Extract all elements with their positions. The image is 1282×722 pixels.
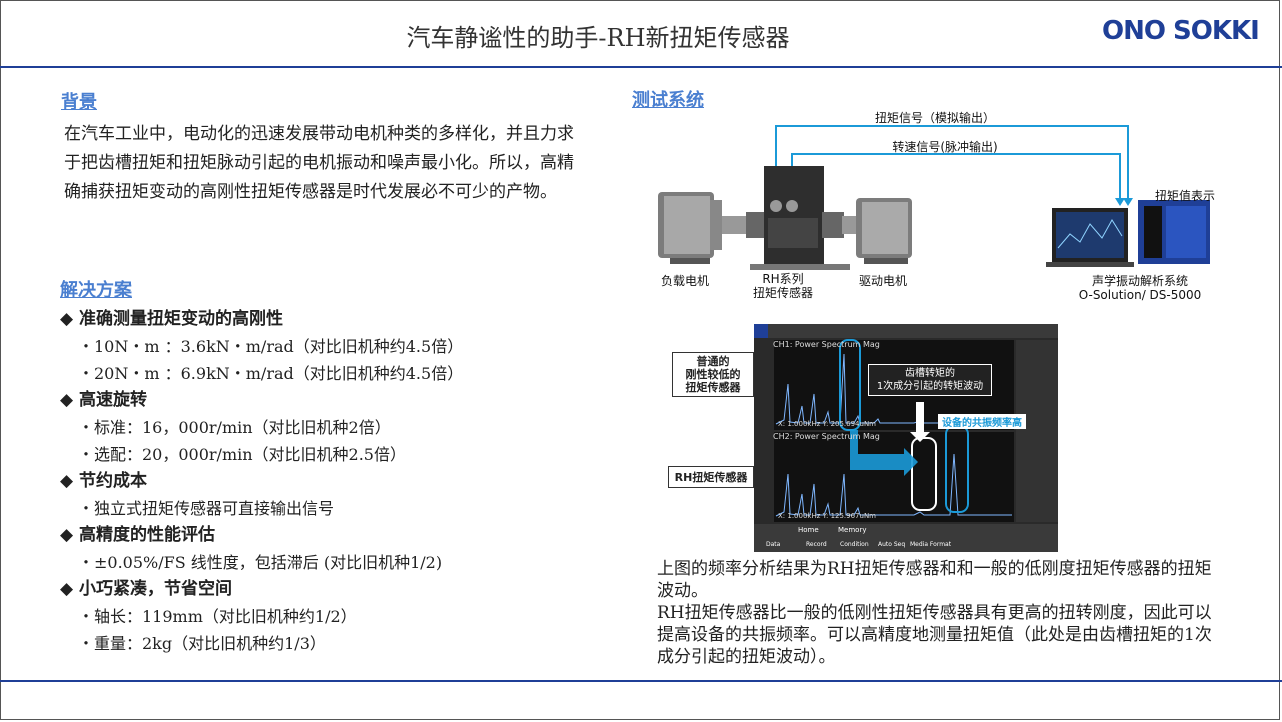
ch1-title: CH1: Power Spectrum Mag — [773, 340, 880, 349]
feature-detail: ・10N・m ：3.6kN・m/rad（对比旧机种约4.5倍） — [78, 337, 464, 356]
drive-motor-label: 驱动电机 — [858, 274, 907, 288]
feature-detail: ・轴长：119mm（对比旧机种约1/2） — [78, 607, 357, 626]
feature-detail: ・选配：20，000r/min（对比旧机种2.5倍） — [78, 445, 406, 464]
feature-detail: ・重量：2kg（对比旧机种约1/3） — [78, 634, 326, 653]
analysis-caption: 上图的频率分析结果为RH扭矩传感器和和一般的低刚度扭矩传感器的扭矩波动。 RH扭… — [657, 559, 1212, 667]
feature-heading: ◆ 小巧紧凑，节省空间 — [60, 579, 232, 599]
feature-heading: ◆ 准确测量扭矩变动的高刚性 — [60, 309, 283, 329]
test-system-heading: 测试系统 — [632, 90, 704, 111]
solution-list: ◆ 准确测量扭矩变动的高刚性 ・10N・m ：3.6kN・m/rad（对比旧机种… — [60, 306, 600, 657]
list-item: ◆ 小巧紧凑，节省空间 ・轴长：119mm（对比旧机种约1/2） ・重量：2kg… — [60, 576, 600, 657]
rh-sensor-label: RH系列 扭矩传感器 — [752, 272, 813, 300]
speed-signal-label: 转速信号(脉冲输出) — [892, 140, 998, 154]
feature-detail: ・20N・m ：6.9kN・m/rad（对比旧机种约4.5倍） — [78, 364, 464, 383]
list-item: ◆ 节约成本 ・独立式扭矩传感器可直接输出信号 — [60, 468, 600, 522]
analyzer-image — [1046, 200, 1210, 267]
header: 汽车静谧性的助手-RH新扭矩传感器 ONO SOKKI — [0, 0, 1282, 66]
bottom-media-format[interactable]: Media Format — [910, 541, 952, 548]
ch2-readout: X: 1.000kHz Y: 125.967uNm — [778, 512, 877, 520]
callout-resonance: 设备的共振频率高 — [938, 414, 1026, 429]
footer-divider — [0, 680, 1282, 682]
bottom-data[interactable]: Data — [766, 541, 781, 548]
normal-sensor-label: 普通的 刚性较低的 扭矩传感器 — [672, 352, 754, 397]
list-item: ◆ 高精度的性能评估 ・±0.05%/FS 线性度，包括滞后 (对比旧机种1/2… — [60, 522, 600, 576]
ch2-spectrum-line — [775, 453, 1012, 517]
list-item: ◆ 准确测量扭矩变动的高刚性 ・10N・m ：3.6kN・m/rad（对比旧机种… — [60, 306, 600, 387]
torque-signal-line — [775, 125, 1129, 198]
analyzer-label: 声学振动解析系统 O-Solution/ DS-5000 — [1078, 274, 1202, 302]
test-system-diagram — [658, 125, 1210, 270]
solution-heading: 解决方案 — [60, 280, 132, 301]
spectrum-screenshot — [754, 324, 1058, 552]
shift-arrow — [850, 430, 918, 476]
load-motor-image — [658, 192, 762, 264]
load-motor-label: 负载电机 — [660, 274, 709, 288]
background-heading: 背景 — [61, 92, 97, 113]
ch2-title: CH2: Power Spectrum Mag — [773, 432, 880, 441]
feature-detail: ・独立式扭矩传感器可直接输出信号 — [78, 499, 335, 518]
tab-memory[interactable]: Memory — [838, 526, 867, 534]
feature-heading: ◆ 高精度的性能评估 — [60, 525, 215, 545]
page-title: 汽车静谧性的助手-RH新扭矩传感器 — [406, 24, 790, 52]
list-item: ◆ 高速旋转 ・标准：16，000r/min（对比旧机种2倍） ・选配：20，0… — [60, 387, 600, 468]
tab-home[interactable]: Home — [798, 526, 819, 534]
rh-sensor-image — [746, 166, 850, 270]
feature-detail: ・±0.05%/FS 线性度，包括滞后 (对比旧机种1/2) — [78, 553, 443, 572]
feature-heading: ◆ 高速旋转 — [60, 390, 147, 410]
bottom-condition[interactable]: Condition — [840, 541, 869, 548]
down-arrow — [910, 402, 930, 442]
bottom-record[interactable]: Record — [806, 541, 827, 548]
bottom-auto-seq[interactable]: Auto Seq — [878, 541, 906, 548]
rh-sensor-box-label: RH扭矩传感器 — [668, 466, 754, 488]
torque-signal-label: 扭矩信号（模拟输出） — [874, 111, 995, 125]
header-divider — [0, 66, 1282, 68]
callout-cogging: 齿槽转矩的 1次成分引起的转矩波动 — [868, 364, 992, 396]
ch1-readout: X: 1.000kHz Y: 205.694uNm — [778, 420, 877, 428]
feature-heading: ◆ 节约成本 — [60, 471, 147, 491]
feature-detail: ・标准：16，000r/min（对比旧机种2倍） — [78, 418, 391, 437]
torque-display-label: 扭矩值表示 — [1154, 189, 1215, 203]
drive-motor-image — [842, 198, 912, 264]
ono-sokki-logo: ONO SOKKI — [1102, 16, 1260, 46]
background-text: 在汽车工业中，电动化的迅速发展带动电机种类的多样化，并且力求于把齿槽扭矩和扭矩脉… — [64, 124, 574, 202]
